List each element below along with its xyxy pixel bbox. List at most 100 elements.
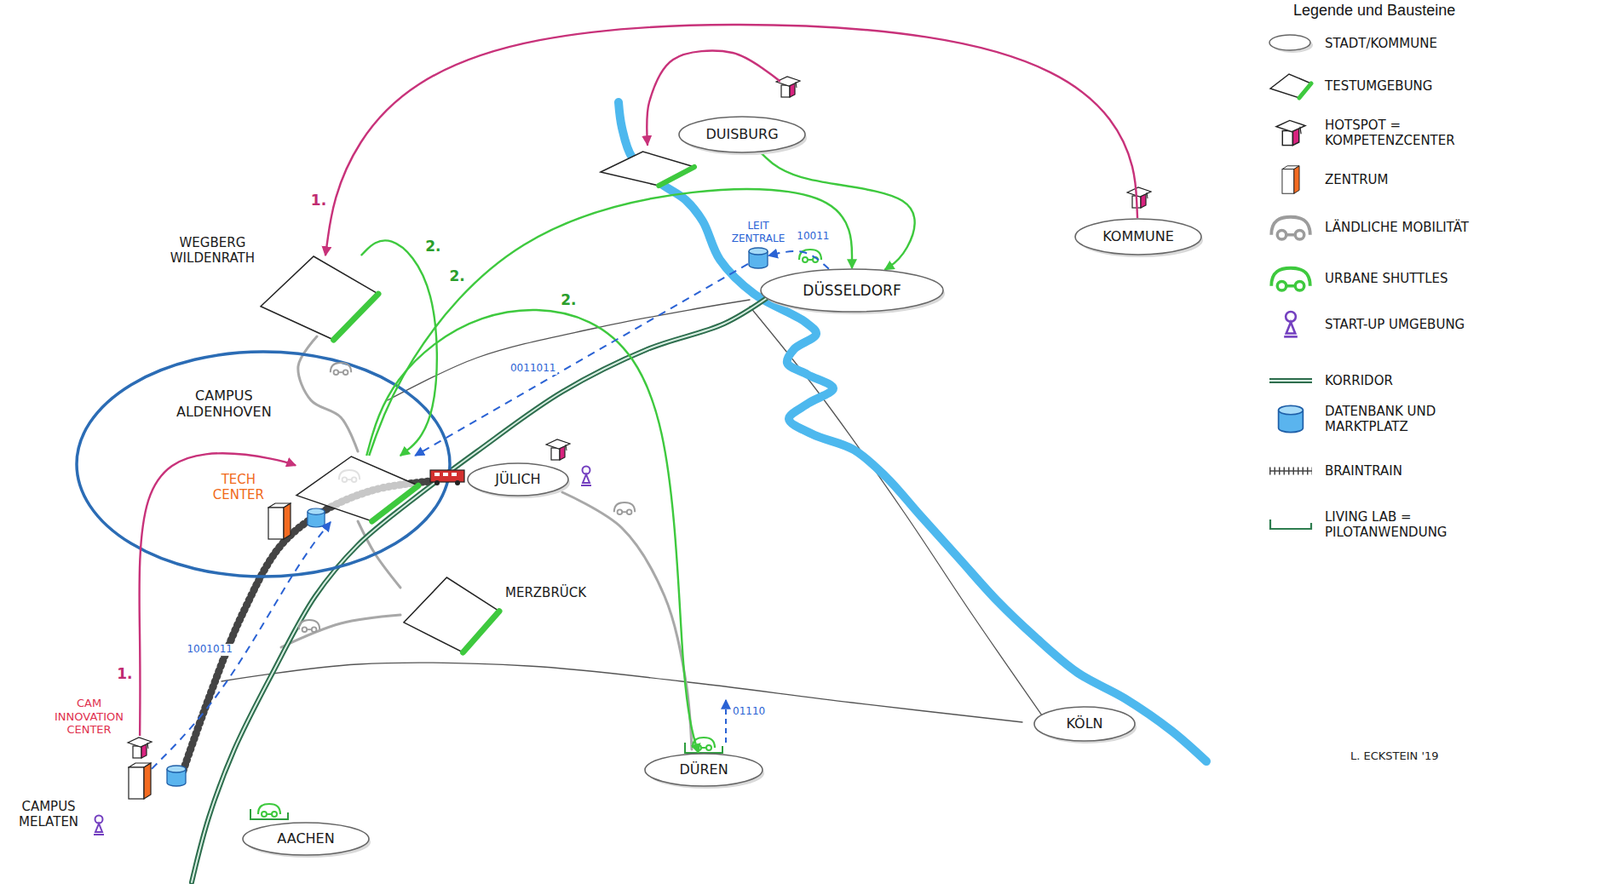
city-outline xyxy=(242,823,369,856)
test-environment: MERZBRÜCK xyxy=(402,576,501,654)
center-symbol xyxy=(128,763,151,800)
legend-row: ZENTRUM xyxy=(1266,165,1388,195)
hotspot-symbol xyxy=(127,737,152,759)
legend-row: LIVING LAB = PILOTANWENDUNG xyxy=(1266,509,1477,541)
legend-row: DATENBANK UND MARKTPLATZ xyxy=(1266,403,1477,435)
city-ellipse: DÜSSELDORF xyxy=(759,268,944,313)
node-label: AACHEN xyxy=(276,830,334,847)
city-ellipse: AACHEN xyxy=(241,822,370,857)
database-symbol xyxy=(166,765,186,787)
edge-label: 2. xyxy=(423,239,443,257)
train-body xyxy=(430,470,465,483)
city-outline xyxy=(1034,707,1135,742)
legend-text: TESTUMGEBUNG xyxy=(1324,78,1433,94)
train-window xyxy=(451,472,457,477)
legend-icon xyxy=(1283,311,1298,337)
edge-label: 0011011 xyxy=(508,363,558,376)
node-shape xyxy=(127,761,152,801)
connector-arrow xyxy=(368,189,852,456)
train-window xyxy=(443,472,449,477)
legend-text: LÄNDLICHE MOBILITÄT xyxy=(1324,219,1469,236)
city-ellipse: KÖLN xyxy=(1033,706,1136,743)
corridor-inner xyxy=(191,298,767,883)
legend-icon xyxy=(1278,405,1304,432)
database-symbol xyxy=(748,247,768,269)
legend-row: HOTSPOT = KOMPETENZCENTER xyxy=(1266,117,1477,149)
legend-icon xyxy=(1276,120,1306,145)
node-shape xyxy=(259,255,380,341)
city-outline xyxy=(644,753,763,787)
startup-symbol xyxy=(581,466,592,487)
legend-text: BRAINTRAIN xyxy=(1324,463,1403,479)
legend-row: URBANE SHUTTLES xyxy=(1266,264,1449,294)
center-symbol xyxy=(268,503,291,540)
node-label: DÜSSELDORF xyxy=(802,282,901,300)
hotspot-symbol xyxy=(1127,187,1152,208)
node-shape xyxy=(126,736,154,760)
train-wheel xyxy=(454,480,461,486)
city-ellipse: DÜREN xyxy=(644,753,764,788)
node-shape xyxy=(748,247,769,270)
hotspot-node: CAM INNOVATION CENTER xyxy=(126,736,154,760)
legend-text: STADT/KOMMUNE xyxy=(1324,35,1438,52)
legend-icon xyxy=(1282,166,1300,194)
rural-road xyxy=(357,521,401,588)
train-wheel xyxy=(434,480,440,486)
legend-icon xyxy=(1271,268,1311,291)
connector-arrow xyxy=(760,152,916,271)
rural-road xyxy=(562,492,692,750)
living-lab-bracket xyxy=(250,809,288,820)
legend-text: START-UP UMGEBUNG xyxy=(1324,316,1465,333)
legend-symbol xyxy=(1266,456,1315,486)
city-outline xyxy=(467,463,569,496)
train-window xyxy=(434,472,440,477)
connector-arrow xyxy=(151,522,331,770)
city-outline xyxy=(679,116,806,153)
test-environment-outline xyxy=(296,456,419,522)
legend-icon xyxy=(1271,217,1311,240)
node-label: TECH CENTER xyxy=(212,471,265,503)
legend-row: STADT/KOMMUNE xyxy=(1266,28,1438,58)
city-ellipse: JÜLICH xyxy=(466,462,570,497)
legend-icon xyxy=(1269,380,1313,382)
city-outline xyxy=(1075,218,1202,255)
node-label: CAM INNOVATION CENTER xyxy=(54,696,124,737)
node-label: DÜREN xyxy=(679,761,728,778)
living-lab-bracket xyxy=(684,742,723,754)
city-outline xyxy=(760,269,944,312)
rural-mobility-symbol xyxy=(299,620,320,633)
city-ellipse: KOMMUNE xyxy=(1074,218,1203,256)
node-label: KÖLN xyxy=(1065,715,1103,732)
legend-symbol xyxy=(1266,71,1315,101)
legend-row: TESTUMGEBUNG xyxy=(1266,71,1433,101)
legend-row: LÄNDLICHE MOBILITÄT xyxy=(1266,212,1469,242)
legend-icon xyxy=(1269,471,1313,472)
legend-text: KORRIDOR xyxy=(1324,373,1393,389)
database-symbol xyxy=(307,508,325,528)
connector-arrow xyxy=(768,251,829,270)
test-environment: WEGBERG WILDENRATH xyxy=(259,255,380,341)
node-shape xyxy=(402,576,501,654)
legend-heading: Legende und Bausteine xyxy=(1293,1,1456,21)
node-label: MERZBRÜCK xyxy=(505,585,587,601)
legend-row: START-UP UMGEBUNG xyxy=(1266,310,1465,340)
edge-label: 1. xyxy=(309,193,329,211)
connector-arrow xyxy=(414,264,749,456)
connector-arrow xyxy=(361,240,438,456)
startup-symbol xyxy=(93,816,104,836)
legend-text: LIVING LAB = PILOTANWENDUNG xyxy=(1324,509,1477,541)
edge-label: 2. xyxy=(558,292,578,310)
center-node: TECH CENTER xyxy=(267,502,292,541)
test-environment: CAMPUS ALDENHOVEN xyxy=(295,455,420,523)
node-label: WEGBERG WILDENRATH xyxy=(170,235,255,266)
test-track xyxy=(658,166,695,186)
node-label: KOMMUNE xyxy=(1102,228,1175,245)
test-track xyxy=(372,485,419,522)
rural-mobility-symbol xyxy=(614,502,635,515)
legend-symbol xyxy=(1266,212,1315,242)
city-ellipse: DUISBURG xyxy=(678,115,806,154)
braintrain-train xyxy=(430,470,465,486)
database-node: LEIT ZENTRALE xyxy=(748,247,769,270)
legend-symbol xyxy=(1266,118,1315,148)
